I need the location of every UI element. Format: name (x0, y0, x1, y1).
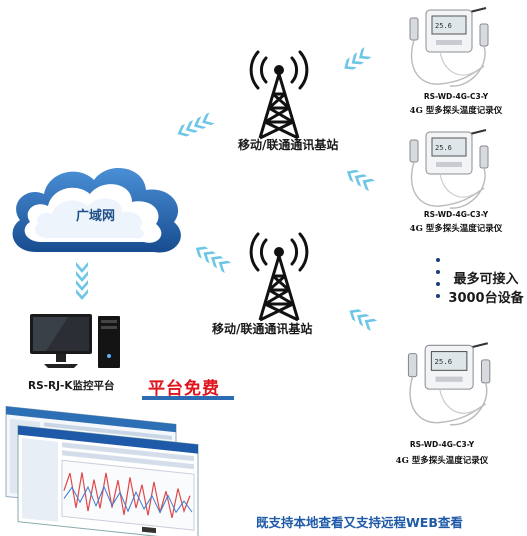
device-model: RS-WD-4G-C3-Y (409, 440, 475, 449)
ellipsis-dot (436, 282, 440, 286)
software-screenshots (5, 405, 199, 536)
arrow-device2-to-tower1 (343, 166, 375, 192)
arrow-device3-to-tower2 (346, 305, 378, 332)
svg-text:25.6: 25.6 (435, 144, 452, 152)
tower-label: 移动/联通通讯基站 (212, 322, 313, 336)
device-model: RS-WD-4G-C3-Y (423, 92, 489, 101)
arrow-tower1-to-cloud (175, 112, 215, 140)
device-model: RS-WD-4G-C3-Y (423, 210, 489, 219)
max-devices-text: 最多可接入 3000台设备 (446, 270, 526, 308)
arrow-device1-to-tower1 (340, 47, 372, 74)
cloud-icon (12, 167, 181, 253)
free-platform-text: 平台免费 (148, 379, 220, 399)
ellipsis-dot (436, 258, 440, 262)
tower-label: 移动/联通通讯基站 (238, 138, 339, 152)
arrow-tower2-to-cloud (192, 242, 232, 274)
temperature-logger-icon: 25.6 (407, 342, 491, 426)
tower-icon (249, 50, 309, 140)
device-description: 4G 型多探头温度记录仪 (395, 456, 489, 466)
temperature-logger-icon: 25.6 (409, 7, 489, 87)
arrow-cloud-to-pc (76, 262, 88, 300)
temperature-logger-icon: 25.6 (409, 129, 489, 209)
svg-text:25.6: 25.6 (435, 22, 452, 30)
max-devices-line1: 最多可接入 (453, 272, 519, 287)
free-underline (142, 396, 234, 400)
ellipsis-dot (436, 270, 440, 274)
tower-icon (249, 232, 309, 322)
view-mode-text: 既支持本地查看又支持远程WEB查看 (256, 515, 463, 530)
device-description: 4G 型多探头温度记录仪 (409, 224, 503, 234)
platform-label: RS-RJ-K监控平台 (28, 380, 115, 392)
cloud-label: 广域网 (76, 209, 116, 224)
max-devices-line2: 3000台设备 (448, 291, 524, 306)
ellipsis-dot (436, 294, 440, 298)
device-description: 4G 型多探头温度记录仪 (409, 106, 503, 116)
computer-icon (30, 314, 120, 368)
svg-text:25.6: 25.6 (435, 357, 453, 366)
